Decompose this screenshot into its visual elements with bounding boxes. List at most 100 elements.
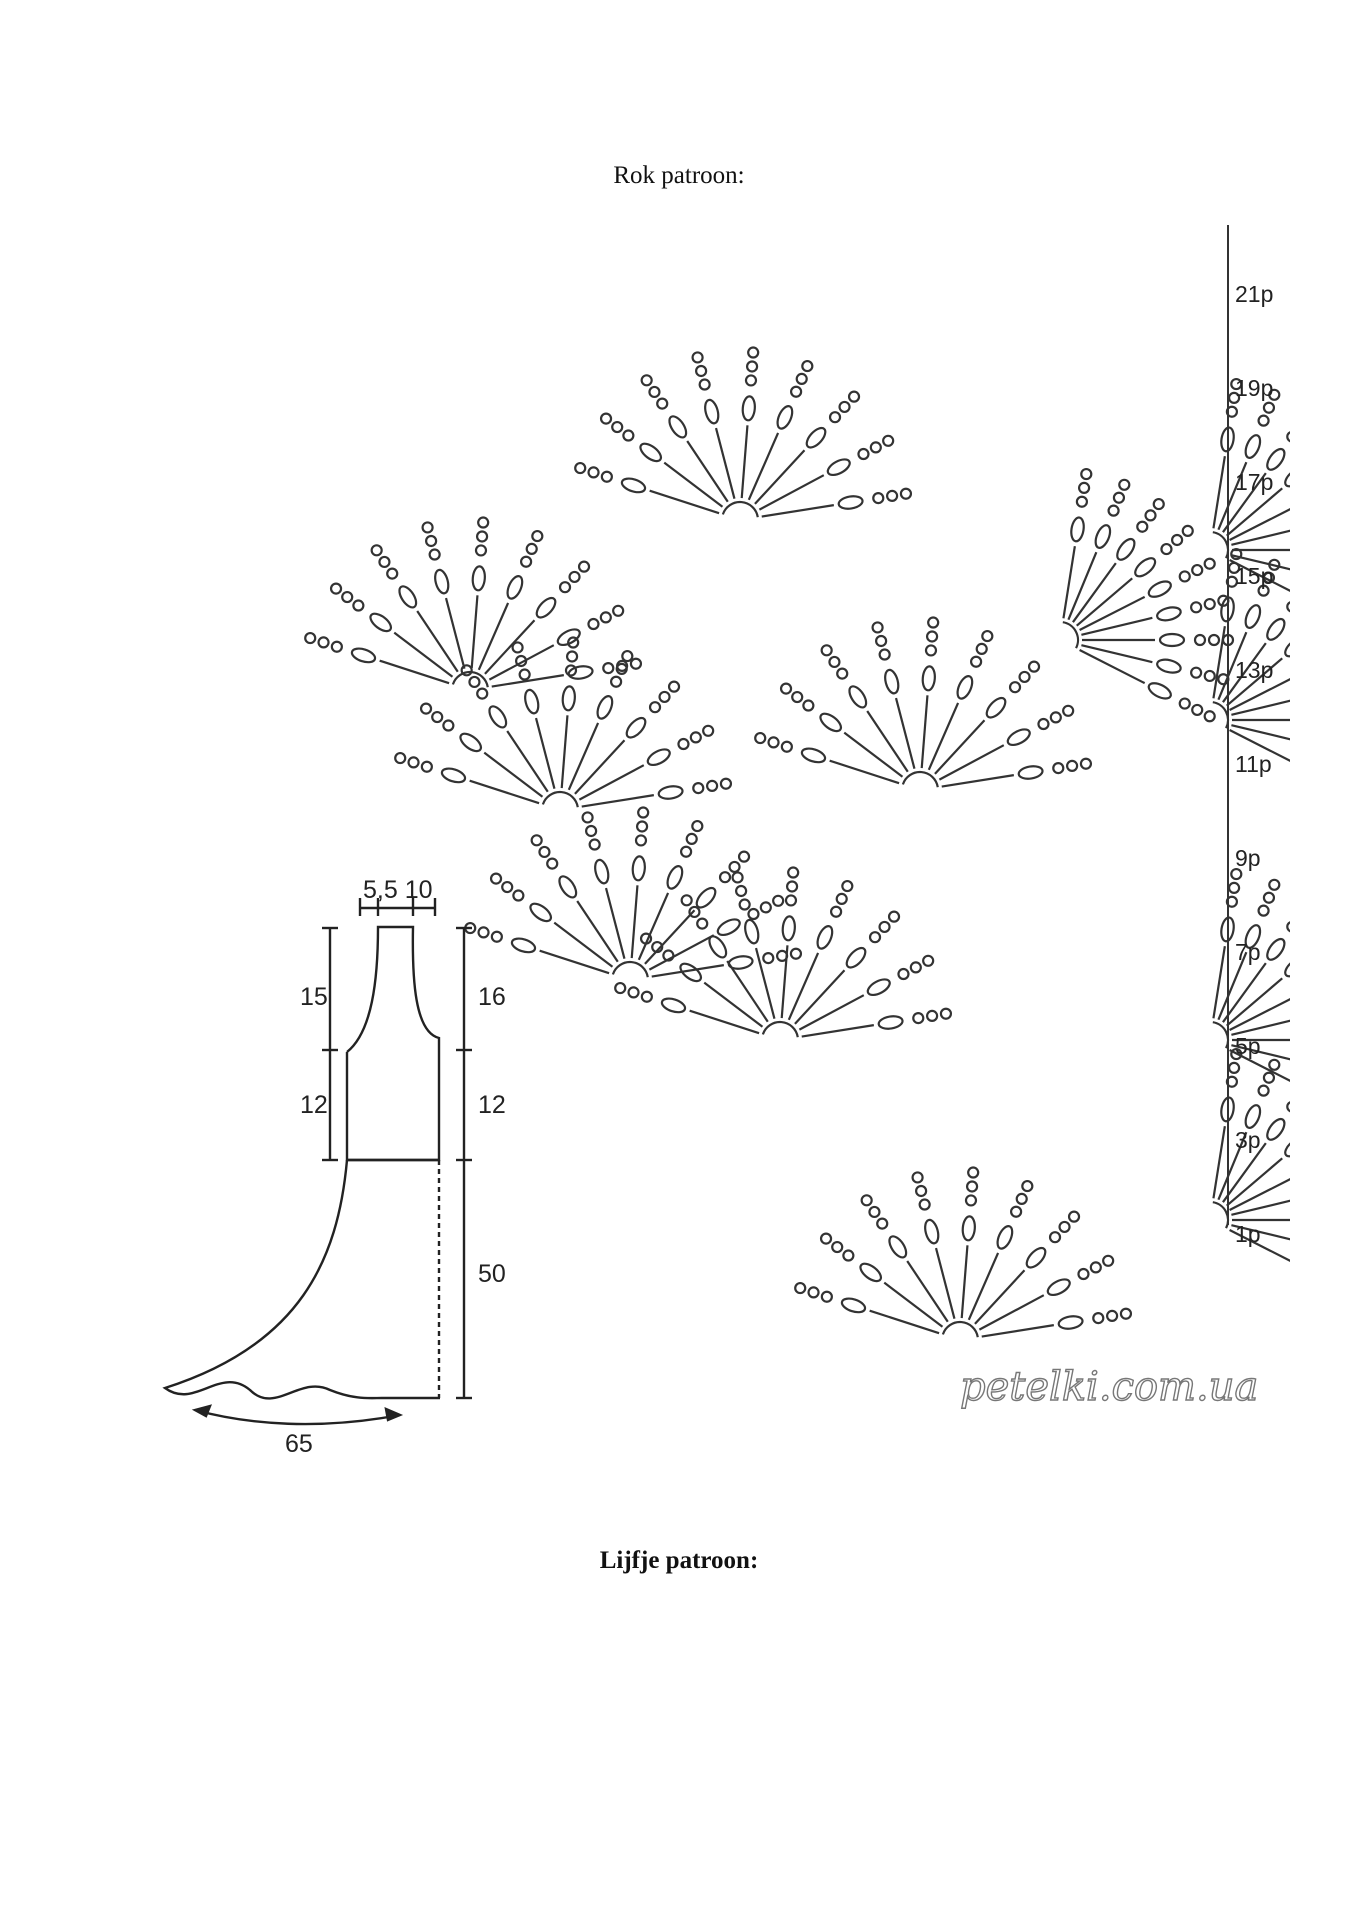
chain-stitch <box>474 544 488 557</box>
double-crochet-stitch <box>726 960 769 1023</box>
double-crochet-stitch <box>1226 487 1283 537</box>
chain-stitch <box>1225 405 1239 418</box>
double-crochet-stitch <box>801 1024 875 1038</box>
chain-stitch <box>1107 504 1120 517</box>
stitch-center <box>1212 1201 1230 1229</box>
left-measure-upper: 15 <box>300 983 328 1011</box>
chain-stitch <box>871 621 884 634</box>
chain-stitch <box>1010 1205 1023 1218</box>
puff-stitch <box>716 918 741 937</box>
double-crochet-stitch <box>978 1294 1045 1331</box>
chain-stitch <box>975 642 988 656</box>
chain-stitch <box>911 1171 924 1184</box>
puff-stitch <box>776 405 794 430</box>
chain-stitch <box>731 871 744 884</box>
double-crochet-stitch <box>1229 675 1296 711</box>
double-crochet-stitch <box>934 719 986 775</box>
chain-stitch <box>1118 478 1131 491</box>
chain-stitch <box>511 641 524 654</box>
chain-stitch <box>772 894 785 907</box>
chain-stitch <box>1015 1192 1028 1206</box>
chain-stitch <box>538 845 551 859</box>
chain-stitch <box>680 845 693 858</box>
chain-stitch <box>807 1286 820 1299</box>
puff-stitch <box>1070 516 1085 543</box>
puff-stitch <box>744 918 760 945</box>
puff-stitch <box>1244 924 1262 949</box>
chain-stitch <box>1203 710 1216 723</box>
chain-stitch <box>420 760 433 773</box>
puff-stitch <box>510 937 537 954</box>
chain-stitch <box>728 860 741 874</box>
puff-stitch <box>1094 524 1112 549</box>
puff-stitch <box>805 426 827 449</box>
chain-stitch <box>1268 1058 1281 1071</box>
double-crochet-stitch <box>1229 1229 1296 1265</box>
chain-stitch <box>530 834 543 847</box>
puff-stitch <box>567 665 594 680</box>
chain-stitch <box>386 567 399 580</box>
chain-stitch <box>791 690 804 704</box>
chain-stitch <box>648 701 662 714</box>
chain-stitch <box>394 751 407 765</box>
puff-stitch <box>529 902 553 923</box>
chain-stitch <box>568 570 581 584</box>
chain-stitch <box>587 617 600 631</box>
double-crochet-stitch <box>484 619 536 675</box>
stitch-center <box>721 500 759 518</box>
double-crochet-stitch <box>470 595 479 669</box>
double-crochet-stitch <box>644 909 696 965</box>
double-crochet-stitch <box>1076 577 1133 627</box>
double-crochet-stitch <box>761 504 835 518</box>
chain-stitch <box>587 466 600 479</box>
row-label: 7p <box>1235 939 1261 965</box>
double-crochet-stitch <box>869 1309 940 1335</box>
chain-stitch <box>612 604 625 617</box>
double-crochet-stitch <box>567 722 600 791</box>
chain-stitch <box>1286 430 1299 443</box>
chain-stitch <box>477 516 490 529</box>
chain-stitch <box>341 590 354 604</box>
double-crochet-stitch <box>581 794 655 808</box>
chain-stitch <box>1230 867 1243 881</box>
puff-stitch <box>1244 1104 1262 1129</box>
double-crochet-stitch <box>714 427 736 499</box>
chain-stitch <box>685 832 698 846</box>
chain-stitch <box>878 920 891 934</box>
row-label: 19p <box>1235 375 1273 401</box>
chain-stitch <box>622 429 635 442</box>
chain-stitch <box>490 930 503 943</box>
double-crochet-stitch <box>1212 1125 1226 1199</box>
puff-stitch <box>350 647 377 664</box>
chain-stitch <box>629 657 643 670</box>
chain-stitch <box>515 654 528 668</box>
double-crochet-stitch <box>416 610 459 673</box>
double-crochet-stitch <box>1231 696 1303 716</box>
chain-stitch <box>744 374 758 387</box>
chain-stitch <box>869 441 882 454</box>
puff-stitch <box>888 1235 908 1259</box>
chain-stitch <box>599 412 613 425</box>
chain-stitch <box>1077 481 1091 494</box>
stitch-center <box>1212 1021 1230 1049</box>
double-crochet-stitch <box>1231 1196 1303 1216</box>
chain-stitch <box>830 905 843 918</box>
double-crochet-stitch <box>974 1269 1026 1325</box>
puff-stitch <box>845 946 867 969</box>
puff-stitch <box>1017 765 1044 780</box>
chain-stitch <box>1089 1261 1102 1274</box>
chain-stitch <box>878 648 891 661</box>
chain-stitch <box>927 616 940 629</box>
chain-stitch <box>1181 524 1194 537</box>
chain-stitch <box>836 667 849 680</box>
chain-stitch <box>667 680 681 693</box>
puff-stitch <box>1156 658 1182 674</box>
chain-stitch <box>1262 1071 1276 1084</box>
chain-stitch <box>691 351 704 364</box>
chain-stitch <box>967 1166 980 1179</box>
chain-stitch <box>611 420 624 434</box>
chain-stitch <box>634 834 648 847</box>
stitch-center <box>901 770 939 788</box>
chain-stitch <box>847 390 861 403</box>
